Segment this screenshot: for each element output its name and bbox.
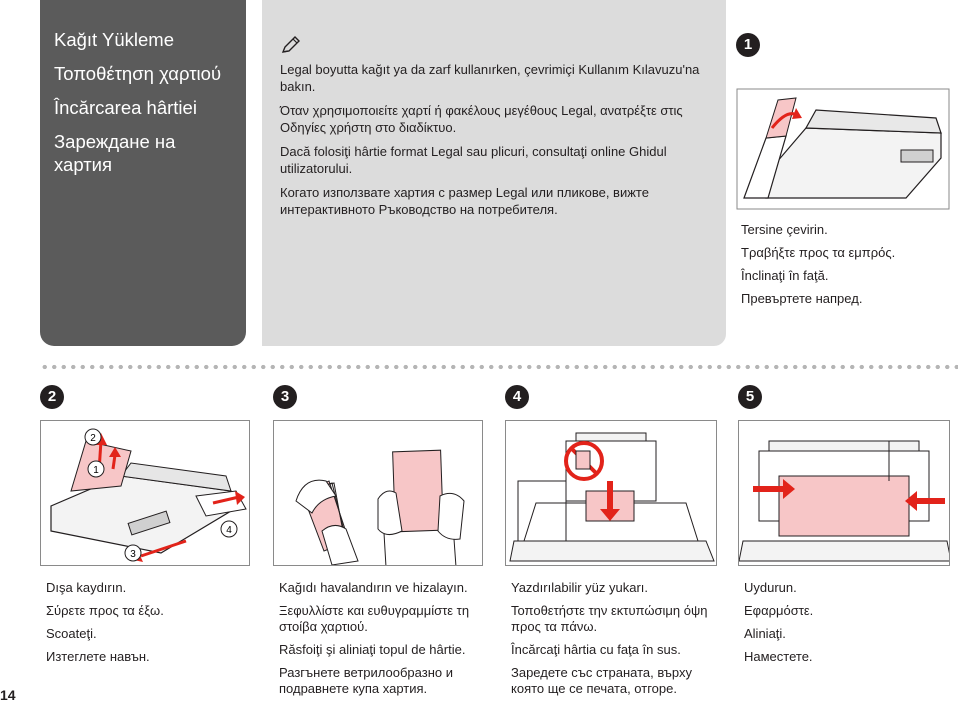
step-2-illustration: 2 1 4 3	[40, 420, 250, 566]
step-5-caption-tr: Uydurun.	[744, 580, 797, 595]
step-5-caption-bg: Наместете.	[744, 649, 813, 664]
step-3-caption-tr: Kağıdı havalandırın ve hizalayın.	[279, 580, 468, 595]
dotted-divider	[40, 364, 958, 370]
step-2-caption-tr: Dışa kaydırın.	[46, 580, 127, 595]
step-1-caption-tr: Tersine çevirin.	[741, 222, 828, 237]
note-panel: Legal boyutta kağıt ya da zarf kullanırk…	[262, 0, 726, 346]
step-3-caption-bg: Разгънете ветрилообразно и подравнете ку…	[279, 665, 453, 696]
fan-paper-illustration	[295, 449, 465, 565]
note-text-el: Όταν χρησιμοποιείτε χαρτί ή φακέλους μεγ…	[280, 103, 683, 135]
step-4-badge: 4	[505, 385, 529, 409]
printer-tilt-illustration	[736, 88, 950, 210]
step-3-caption-ro: Răsfoiţi şi aliniaţi topul de hârtie.	[279, 642, 466, 657]
note-text-ro: Dacă folosiţi hârtie format Legal sau pl…	[280, 144, 667, 176]
section-title-ro: Încărcarea hârtiei	[54, 97, 197, 118]
step-2-badge: 2	[40, 385, 64, 409]
note-text-tr: Legal boyutta kağıt ya da zarf kullanırk…	[280, 62, 700, 94]
step-4-illustration	[505, 420, 717, 566]
step-1-caption-bg: Превъртете напред.	[741, 291, 863, 306]
pencil-icon	[281, 36, 300, 53]
callout-2: 2	[90, 433, 96, 444]
step-1-illustration	[736, 88, 950, 210]
step-4-caption: Yazdırılabilir yüz yukarı. Τοποθετήστε τ…	[511, 580, 723, 704]
step-3-badge: 3	[273, 385, 297, 409]
note-text-bg: Когато използвате хартия с размер Legal …	[280, 185, 649, 217]
slide-edge-guide-illustration	[739, 440, 949, 562]
step-2-caption: Dışa kaydırın. Σύρετε προς τα έξω. Scoat…	[46, 580, 256, 672]
note-list: Legal boyutta kağıt ya da zarf kullanırk…	[280, 62, 712, 218]
section-title-tr: Kağıt Yükleme	[54, 29, 174, 50]
step-3-caption: Kağıdı havalandırın ve hizalayın. Ξεφυλλ…	[279, 580, 489, 704]
callout-4: 4	[226, 525, 232, 536]
section-title-el: Τοποθέτηση χαρτιού	[54, 63, 222, 84]
page-number: 14	[0, 687, 16, 703]
step-1-caption: Tersine çevirin. Τραβήξτε προς τα εμπρός…	[741, 222, 956, 314]
step-4-caption-el: Τοποθετήστε την εκτυπώσιμη όψη προς τα π…	[511, 603, 708, 634]
callout-3: 3	[130, 549, 136, 560]
step-5-illustration	[738, 420, 950, 566]
step-5-caption-el: Εφαρμόστε.	[744, 603, 814, 618]
step-2-caption-ro: Scoateţi.	[46, 626, 97, 641]
step-4-caption-ro: Încărcaţi hârtia cu faţa în sus.	[511, 642, 681, 657]
step-5-caption-ro: Aliniaţi.	[744, 626, 786, 641]
step-5-badge: 5	[738, 385, 762, 409]
step-1-badge: 1	[736, 33, 760, 57]
step-4-caption-tr: Yazdırılabilir yüz yukarı.	[511, 580, 649, 595]
step-4-caption-bg: Заредете със страната, върху която ще се…	[511, 665, 693, 696]
printer-extend-tray-illustration: 2 1 4 3	[50, 428, 247, 562]
section-title-bg: Зареждане на хартия	[54, 131, 176, 175]
step-2-caption-bg: Изтеглете навън.	[46, 649, 150, 664]
section-title-panel: Kağıt Yükleme Τοποθέτηση χαρτιού Încărca…	[40, 0, 246, 346]
step-3-illustration	[273, 420, 483, 566]
callout-1: 1	[93, 465, 99, 476]
load-paper-illustration	[509, 432, 715, 562]
step-1-caption-el: Τραβήξτε προς τα εμπρός.	[741, 245, 896, 260]
step-2-caption-el: Σύρετε προς τα έξω.	[46, 603, 164, 618]
step-1-caption-ro: Înclinaţi în faţă.	[741, 268, 829, 283]
step-3-caption-el: Ξεφυλλίστε και ευθυγραμμίστε τη στοίβα χ…	[279, 603, 470, 634]
step-5-caption: Uydurun. Εφαρμόστε. Aliniaţi. Наместете.	[744, 580, 956, 672]
